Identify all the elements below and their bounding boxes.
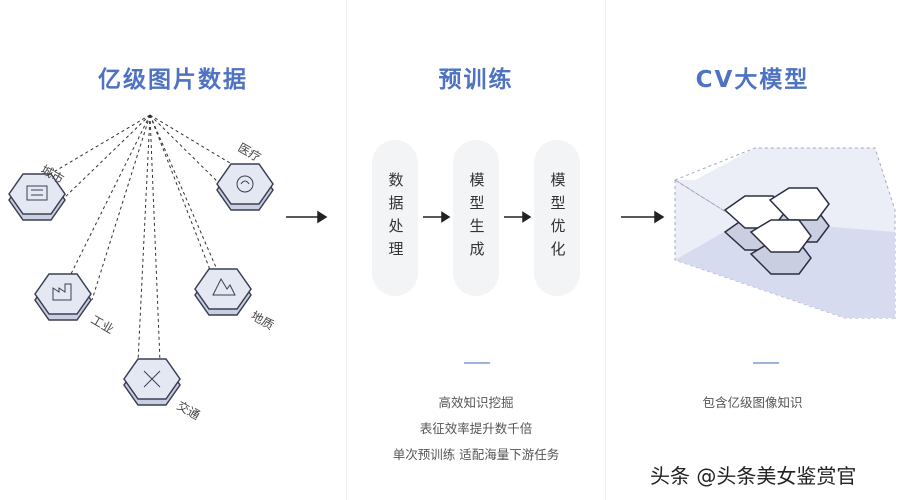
connector-line-geology-2 (149, 114, 229, 296)
cv-model-illustration (621, 147, 897, 319)
connector-line-industry-2 (91, 114, 151, 301)
stage-label: 模型生成 (467, 172, 486, 264)
pretrain-panel-title: 预训练 (438, 67, 514, 93)
arrow-to-cv-model (621, 210, 665, 224)
connector-line-medical (149, 114, 246, 173)
connector-line-industry (67, 114, 151, 281)
node-label-traffic: 交通 (175, 398, 203, 423)
stage-label: 模型优化 (548, 172, 567, 264)
connector-line-city (61, 114, 151, 201)
stage-data-processing: 数据处理 (372, 140, 418, 296)
pretrain-panel: 预训练 数据处理 模型生成 模型优化 高效知识挖掘 表征效率提升数千倍 单次预训… (346, 0, 606, 500)
connector-line-medical-2 (149, 114, 229, 193)
node-traffic (123, 358, 181, 406)
crossroad-icon (143, 370, 161, 388)
cv-model-title: CV大模型 (695, 67, 810, 93)
data-panel: 亿级图片数据 (0, 0, 346, 500)
node-label-medical: 医疗 (236, 140, 264, 164)
node-city (8, 173, 66, 221)
stage-label: 数据处理 (386, 172, 405, 264)
connector-line-traffic-2 (149, 114, 161, 363)
stethoscope-icon (236, 175, 254, 193)
node-label-industry: 工业 (89, 312, 117, 336)
arrow-to-pretrain (286, 210, 328, 224)
desc-line-1: 高效知识挖掘 (438, 395, 514, 410)
stage-model-generation: 模型生成 (453, 140, 499, 296)
factory-icon (52, 283, 72, 301)
node-label-geology: 地质 (249, 308, 277, 332)
connector-line-geology (149, 114, 213, 276)
data-panel-title: 亿级图片数据 (98, 67, 248, 93)
stage-model-optimization: 模型优化 (534, 140, 580, 296)
divider-dash (464, 362, 490, 364)
building-icon (26, 185, 48, 201)
node-industry (34, 273, 92, 321)
cv-model-desc: 包含亿级图像知识 (702, 395, 803, 410)
cv-model-panel: CV大模型 包含亿级图像知识 (605, 0, 900, 500)
desc-line-2: 表征效率提升数千倍 (419, 421, 533, 436)
connector-line-traffic (137, 114, 151, 363)
hex-cluster (723, 187, 830, 275)
desc-line-3: 单次预训练 适配海量下游任务 (392, 447, 560, 462)
mountain-icon (212, 277, 236, 296)
node-geology (194, 268, 252, 316)
divider-dash (753, 362, 779, 364)
watermark: 头条 @头条美女鉴赏官 (650, 464, 857, 488)
data-sources-diagram: 城市 医疗 工业 地质 交通 (8, 114, 328, 423)
node-medical (216, 163, 274, 211)
